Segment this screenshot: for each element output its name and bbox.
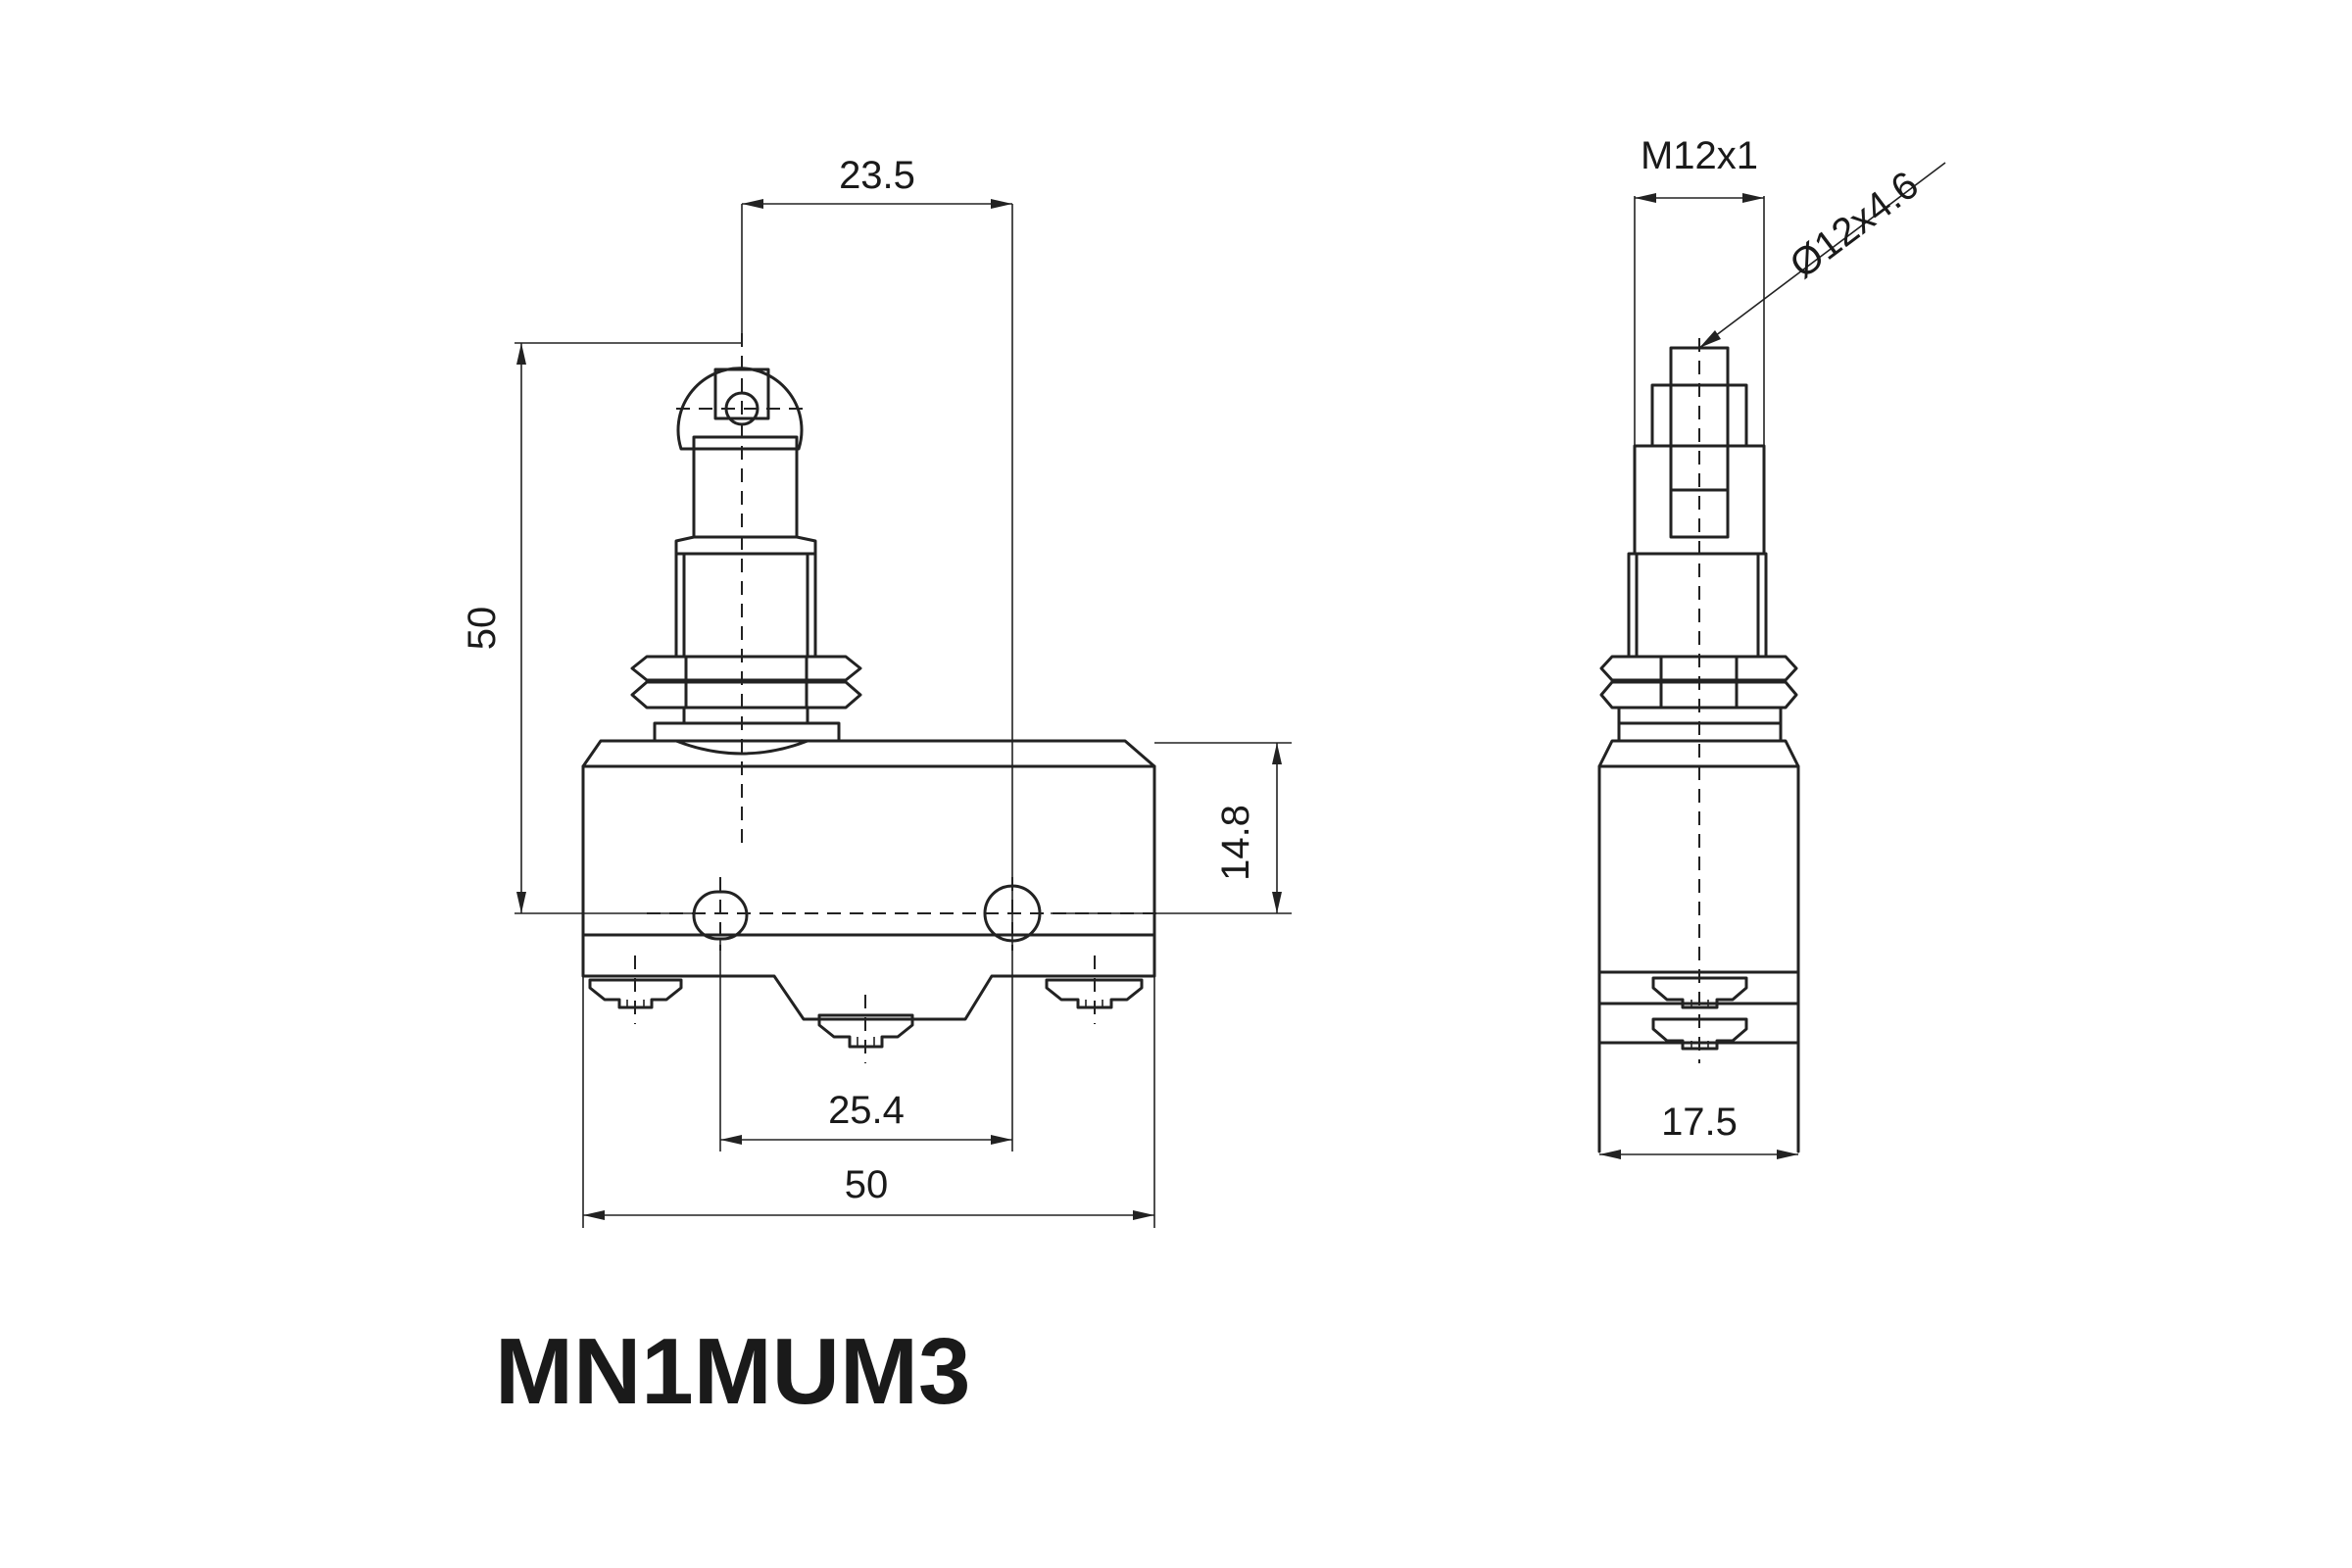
terminal-screws xyxy=(588,978,1144,1049)
dimension-thread: M12x1 xyxy=(1634,134,1765,554)
dim-body-width-label: 50 xyxy=(845,1163,889,1206)
center-lines xyxy=(634,333,1159,1063)
dimension-depth: 17.5 xyxy=(1599,1101,1798,1159)
dimension-total-height: 50 xyxy=(461,342,742,914)
dimension-roller-leader: Ø12x4.6 xyxy=(1698,162,1946,349)
dimension-hole-spacing: 25.4 xyxy=(719,939,1012,1152)
dim-top-width-label: 23.5 xyxy=(839,154,915,197)
dim-thread-label: M12x1 xyxy=(1641,134,1758,177)
dim-hole-spacing-label: 25.4 xyxy=(828,1089,905,1132)
dimension-body-width: 50 xyxy=(582,976,1155,1228)
side-roller xyxy=(1627,346,1768,659)
dim-body-height-label: 14.8 xyxy=(1214,805,1257,881)
switch-body xyxy=(581,739,1156,1021)
front-view: 23.5 50 14.8 25.4 xyxy=(461,154,1292,1228)
dimension-top-width: 23.5 xyxy=(741,154,1013,1152)
dim-total-height-label: 50 xyxy=(461,607,504,651)
dim-depth-label: 17.5 xyxy=(1661,1101,1738,1144)
dim-roller-label: Ø12x4.6 xyxy=(1783,164,1927,287)
dimension-body-height: 14.8 xyxy=(1051,742,1292,914)
side-terminal-screws xyxy=(1651,976,1748,1051)
hex-nuts xyxy=(630,655,862,756)
plunger-stem xyxy=(674,435,817,659)
model-name: MN1MUM3 xyxy=(495,1319,970,1424)
side-view: M12x1 Ø12x4.6 17.5 xyxy=(1597,134,1946,1159)
